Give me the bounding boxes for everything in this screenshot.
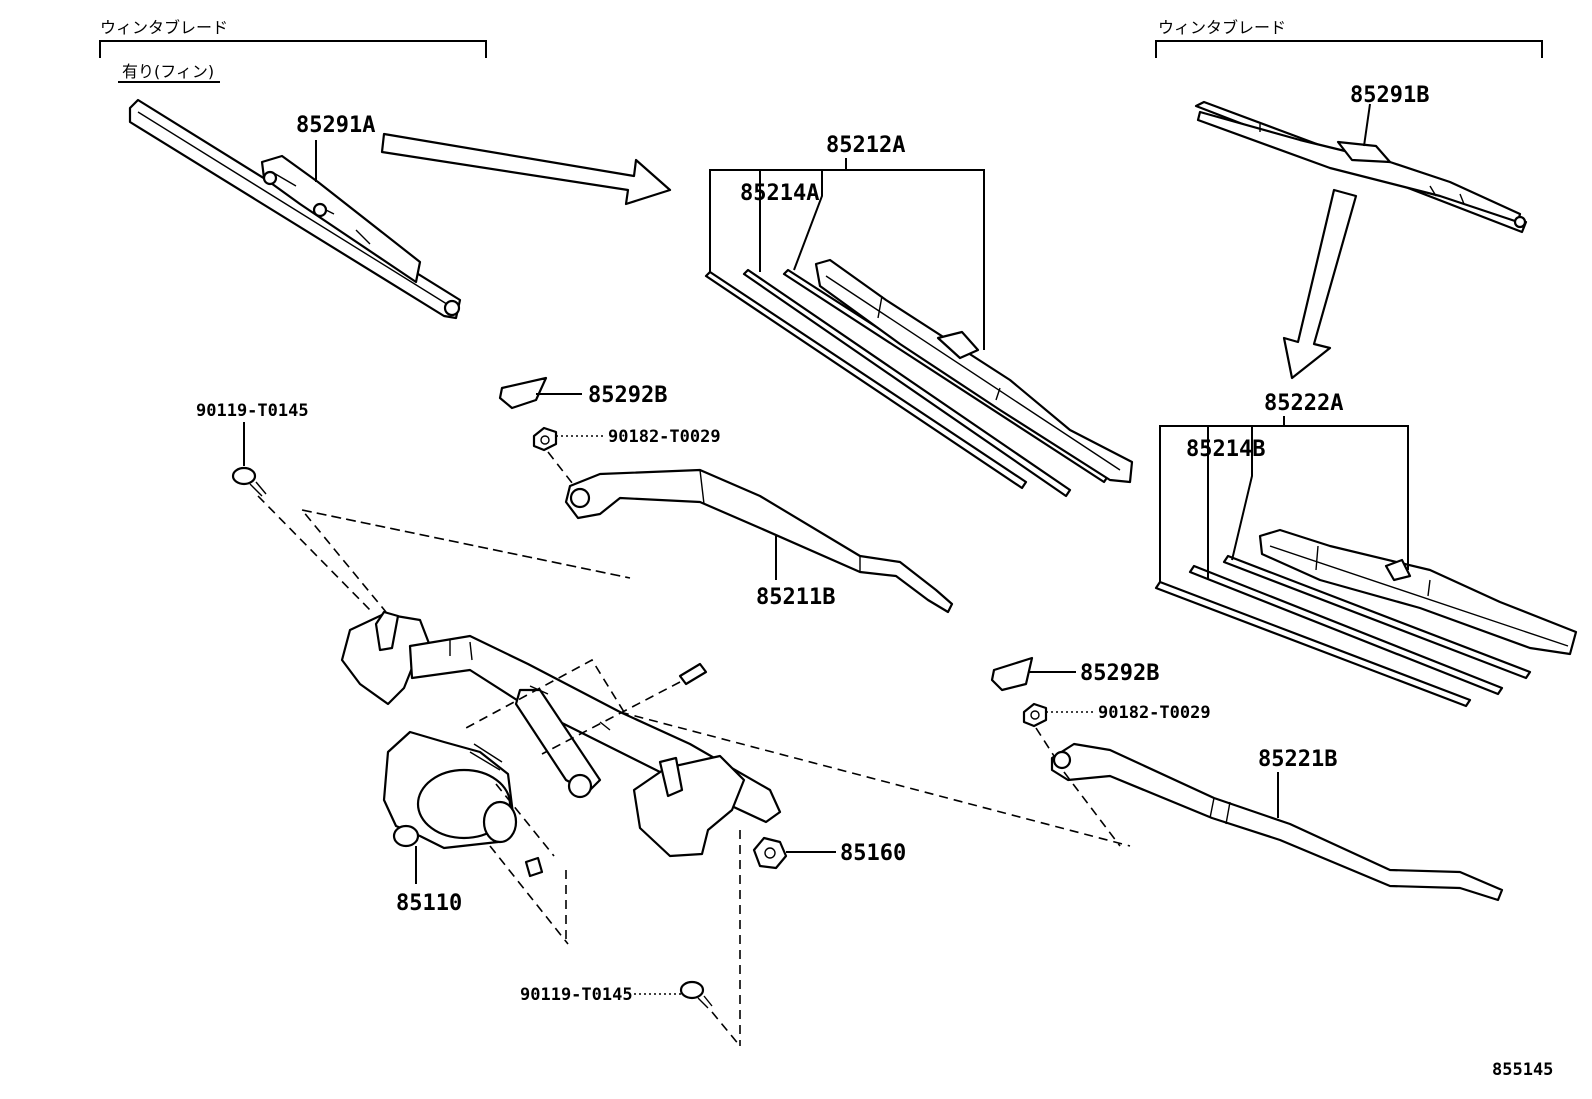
dash-arm-right <box>1063 771 1121 847</box>
diagram-id: 855145 <box>1492 1060 1553 1080</box>
leader-85291B <box>1363 103 1371 147</box>
dash-bolt-bottom <box>711 1011 741 1047</box>
dash-to-arm-right <box>619 711 1131 847</box>
dash-nut-arm-right <box>1035 727 1055 757</box>
label-85291A: 85291A <box>296 113 375 138</box>
label-85110: 85110 <box>396 891 462 916</box>
nut-90182-right <box>1022 702 1048 728</box>
bolt-90119-top <box>231 466 267 497</box>
label-90119-top: 90119-T0145 <box>196 401 309 421</box>
label-85292B-right: 85292B <box>1080 661 1159 686</box>
bracket-left: ウィンタブレード 有り(フィン) <box>99 18 487 83</box>
bolt-small <box>678 662 708 686</box>
label-85214B: 85214B <box>1186 437 1265 462</box>
dash-bolt-top <box>257 495 631 613</box>
arm-85221B <box>1050 742 1504 902</box>
cap-85292B-right <box>990 656 1034 692</box>
label-85214A: 85214A <box>740 181 819 206</box>
dash-nut-arm-left <box>547 451 577 489</box>
bracket-left-subtitle: 有り(フィン) <box>122 62 214 81</box>
label-85291B: 85291B <box>1350 83 1429 108</box>
blade-85212A <box>704 258 1134 498</box>
arm-85211B <box>564 468 954 614</box>
label-85211B: 85211B <box>756 585 835 610</box>
label-90119-bottom: 90119-T0145 <box>520 985 633 1005</box>
bracket-left-title: ウィンタブレード <box>100 18 228 37</box>
label-90182-right: 90182-T0029 <box>1098 703 1211 723</box>
label-85222A: 85222A <box>1264 391 1343 416</box>
arrow-right <box>380 132 672 206</box>
dash-small-bolt <box>465 658 681 755</box>
bracket-right-title: ウィンタブレード <box>1158 18 1286 37</box>
dash-motor <box>489 783 569 945</box>
arrow-down <box>1282 188 1358 380</box>
label-90182-left: 90182-T0029 <box>608 427 721 447</box>
blade-85222A <box>1154 528 1578 708</box>
nut-85160 <box>752 836 788 870</box>
label-85160: 85160 <box>840 841 906 866</box>
bracket-right: ウィンタブレード <box>1155 18 1543 58</box>
nut-90182-left <box>532 426 558 452</box>
motor-nut <box>524 856 544 878</box>
motor-85110 <box>382 730 518 850</box>
label-85221B: 85221B <box>1258 747 1337 772</box>
bolt-90119-bottom <box>679 980 713 1009</box>
label-85292B-left: 85292B <box>588 383 667 408</box>
linkage-assembly <box>340 610 782 858</box>
label-85212A: 85212A <box>826 133 905 158</box>
winter-blade-right <box>1194 100 1528 234</box>
winter-blade-left <box>128 98 462 320</box>
cap-85292B-left <box>498 376 548 410</box>
